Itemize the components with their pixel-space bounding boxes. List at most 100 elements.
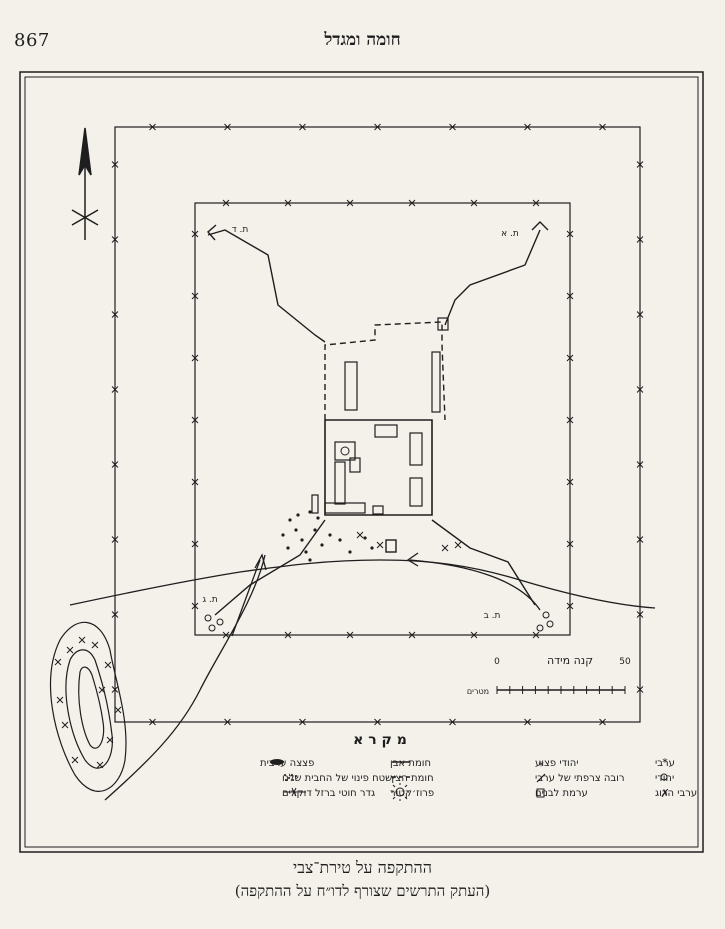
fence-x-mark: [284, 631, 292, 639]
evacuation-dot: [286, 546, 290, 550]
page-number: 867: [14, 30, 50, 51]
evacuation-icon: [284, 774, 297, 781]
legend-jew: יהודי: [655, 773, 674, 784]
position-ta-marker: [531, 221, 549, 231]
fence-x-mark: [408, 631, 416, 639]
building-b: [409, 432, 423, 466]
fence-x-mark: [191, 540, 199, 548]
fence-x-mark: [111, 461, 119, 468]
trench-south-east: [431, 519, 536, 606]
fence-x-mark: [566, 478, 574, 486]
fence-x-mark: [566, 354, 574, 362]
arab-mark: [376, 541, 384, 549]
evacuation-area-marks: [281, 510, 462, 562]
fence-x-mark: [566, 292, 574, 300]
label-tb: ת. ב: [484, 611, 501, 621]
legend-arab-killed: ערבי הרוג: [655, 788, 697, 799]
fence-x-mark: [636, 311, 644, 318]
caption-title: ההתקפה על טירת־צבי: [293, 858, 432, 877]
arab-mark: [66, 646, 74, 654]
brick-icon: [536, 788, 545, 798]
tower-marker: [437, 317, 449, 331]
fence-x-mark: [346, 631, 354, 639]
arab-mark: [61, 721, 69, 729]
fence-x-mark: [111, 611, 119, 618]
legend-brick-pile: ערמת לבנים: [535, 788, 588, 799]
watchtower-projector-icon: [340, 446, 350, 456]
fence-x-mark: [191, 292, 199, 300]
fence-x-mark: [374, 123, 381, 131]
building-f: [324, 502, 366, 514]
evacuation-dot: [313, 528, 317, 532]
evacuation-dot: [320, 543, 324, 547]
attack-arrow-se-head: [406, 552, 419, 567]
fence-x-mark: [191, 416, 199, 424]
building-e: [349, 457, 361, 473]
fence-x-mark: [374, 718, 381, 726]
legend-stone-wall: חומת אבן: [390, 758, 431, 769]
building-c: [409, 477, 423, 507]
fence-x-mark: [636, 461, 644, 468]
fence-x-mark: [224, 123, 231, 131]
fence-x-mark: [599, 123, 606, 131]
fence-x-mark: [470, 199, 478, 207]
fence-x-mark: [470, 631, 478, 639]
hill-arab-marks: [54, 636, 122, 769]
fence-x-mark: [566, 230, 574, 238]
fence-x-mark: [191, 478, 199, 486]
arab-mark: [56, 696, 64, 704]
north-arrow-icon: [71, 127, 99, 240]
trench-north-east: [444, 229, 541, 326]
rifle-icon: [536, 773, 546, 783]
label-ta: ת. א: [501, 229, 519, 239]
watchtower: [334, 441, 356, 461]
fence-x-mark: [111, 536, 119, 543]
fence-x-mark: [191, 230, 199, 238]
scale-title: קנה מידה: [547, 654, 593, 667]
fence-x-mark: [224, 718, 231, 726]
stone-wall: [324, 419, 433, 516]
barbed-fence-marks: [111, 123, 644, 726]
arab-mark: [98, 686, 106, 694]
fence-x-mark: [636, 611, 644, 618]
legend-barbed-wire: גדר חוטי ברזל דוקרים: [282, 788, 375, 799]
arab-mark: [91, 641, 99, 649]
label-td: ת. ד: [232, 225, 249, 235]
bomb-icon: [270, 759, 284, 765]
fence-x-mark: [636, 236, 644, 243]
attack-arrow-se: [409, 559, 541, 611]
trench-south-west: [214, 519, 326, 616]
fence-x-mark: [222, 631, 230, 639]
arab-cluster-tg: [204, 614, 224, 632]
brick-pile-icon: [385, 539, 397, 553]
fence-x-mark: [111, 161, 119, 168]
building-g: [372, 505, 384, 515]
attack-arrow-sw-head: [254, 553, 267, 571]
evacuation-dot: [363, 536, 367, 540]
evacuation-dot: [370, 546, 374, 550]
attack-arrow-sw: [231, 559, 261, 637]
fence-x-mark: [111, 236, 119, 243]
jew-circle-icon: [660, 773, 668, 781]
fence-x-mark: [408, 199, 416, 207]
evacuation-dot: [288, 518, 292, 522]
fence-x-mark: [636, 161, 644, 168]
fence-x-mark: [346, 199, 354, 207]
legend-jew-wounded: יהודי פצוע: [535, 758, 579, 769]
evacuation-dot: [294, 528, 298, 532]
arab-mark: [54, 658, 62, 666]
legend-projector: פרוז׳קטור: [390, 788, 434, 799]
building-a: [374, 424, 398, 438]
scale-zero: 0: [494, 657, 500, 667]
fence-x-mark: [191, 602, 199, 610]
evacuation-dot: [328, 533, 332, 537]
inner-fence-marks: [191, 199, 574, 639]
evacuation-dot: [300, 538, 304, 542]
inner-barbed-fence: [194, 202, 571, 636]
jew-wounded-icon: ⁎: [538, 756, 544, 769]
fence-x-mark: [222, 199, 230, 207]
fence-x-mark: [566, 602, 574, 610]
fence-x-mark: [111, 311, 119, 318]
outer-frame: [19, 71, 704, 853]
